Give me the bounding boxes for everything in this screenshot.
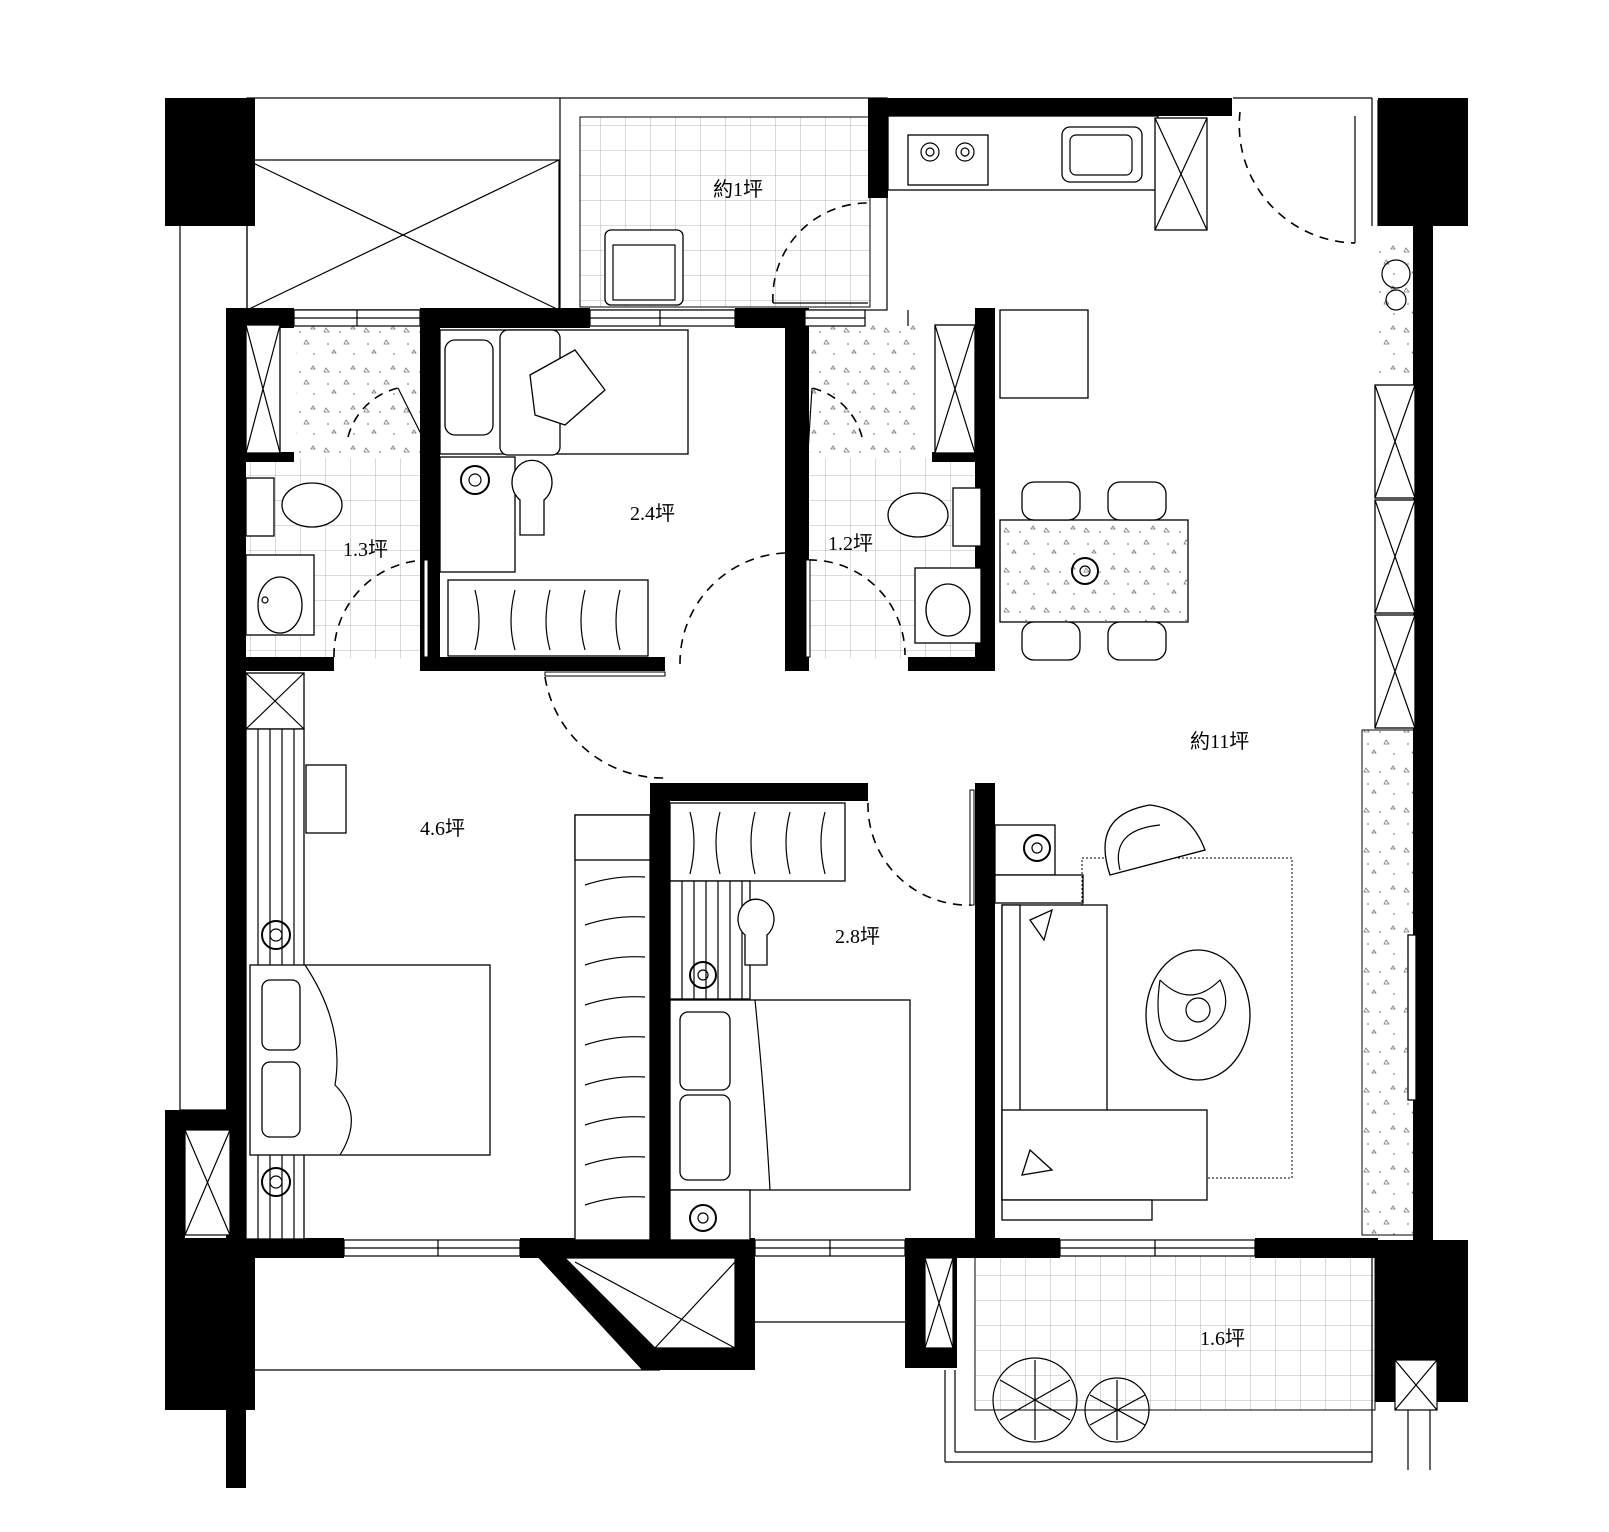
room-label-balcony-south: 1.6坪 <box>1200 1327 1245 1350</box>
furniture <box>245 115 1417 1443</box>
room-label-living-dining: 約11坪 <box>1190 730 1249 753</box>
doors <box>333 111 1356 906</box>
wall-voids <box>184 1129 1438 1411</box>
room-label-master-bedroom: 4.6坪 <box>420 817 465 840</box>
windows <box>293 98 1379 1257</box>
room-label-bedroom-middle: 2.8坪 <box>835 925 880 948</box>
room-label-bathroom-east: 1.2坪 <box>828 532 873 555</box>
exterior-outline <box>179 97 1431 1470</box>
plant-icon <box>992 259 1411 1443</box>
room-label-bedroom-north: 2.4坪 <box>630 502 675 525</box>
room-label-service-balcony: 約1坪 <box>713 178 763 201</box>
room-label-bathroom-west: 1.3坪 <box>343 538 388 561</box>
room-labels: 約1坪 1.3坪 2.4坪 1.2坪 約11坪 4.6坪 2.8坪 1.6坪 <box>343 178 1249 1350</box>
